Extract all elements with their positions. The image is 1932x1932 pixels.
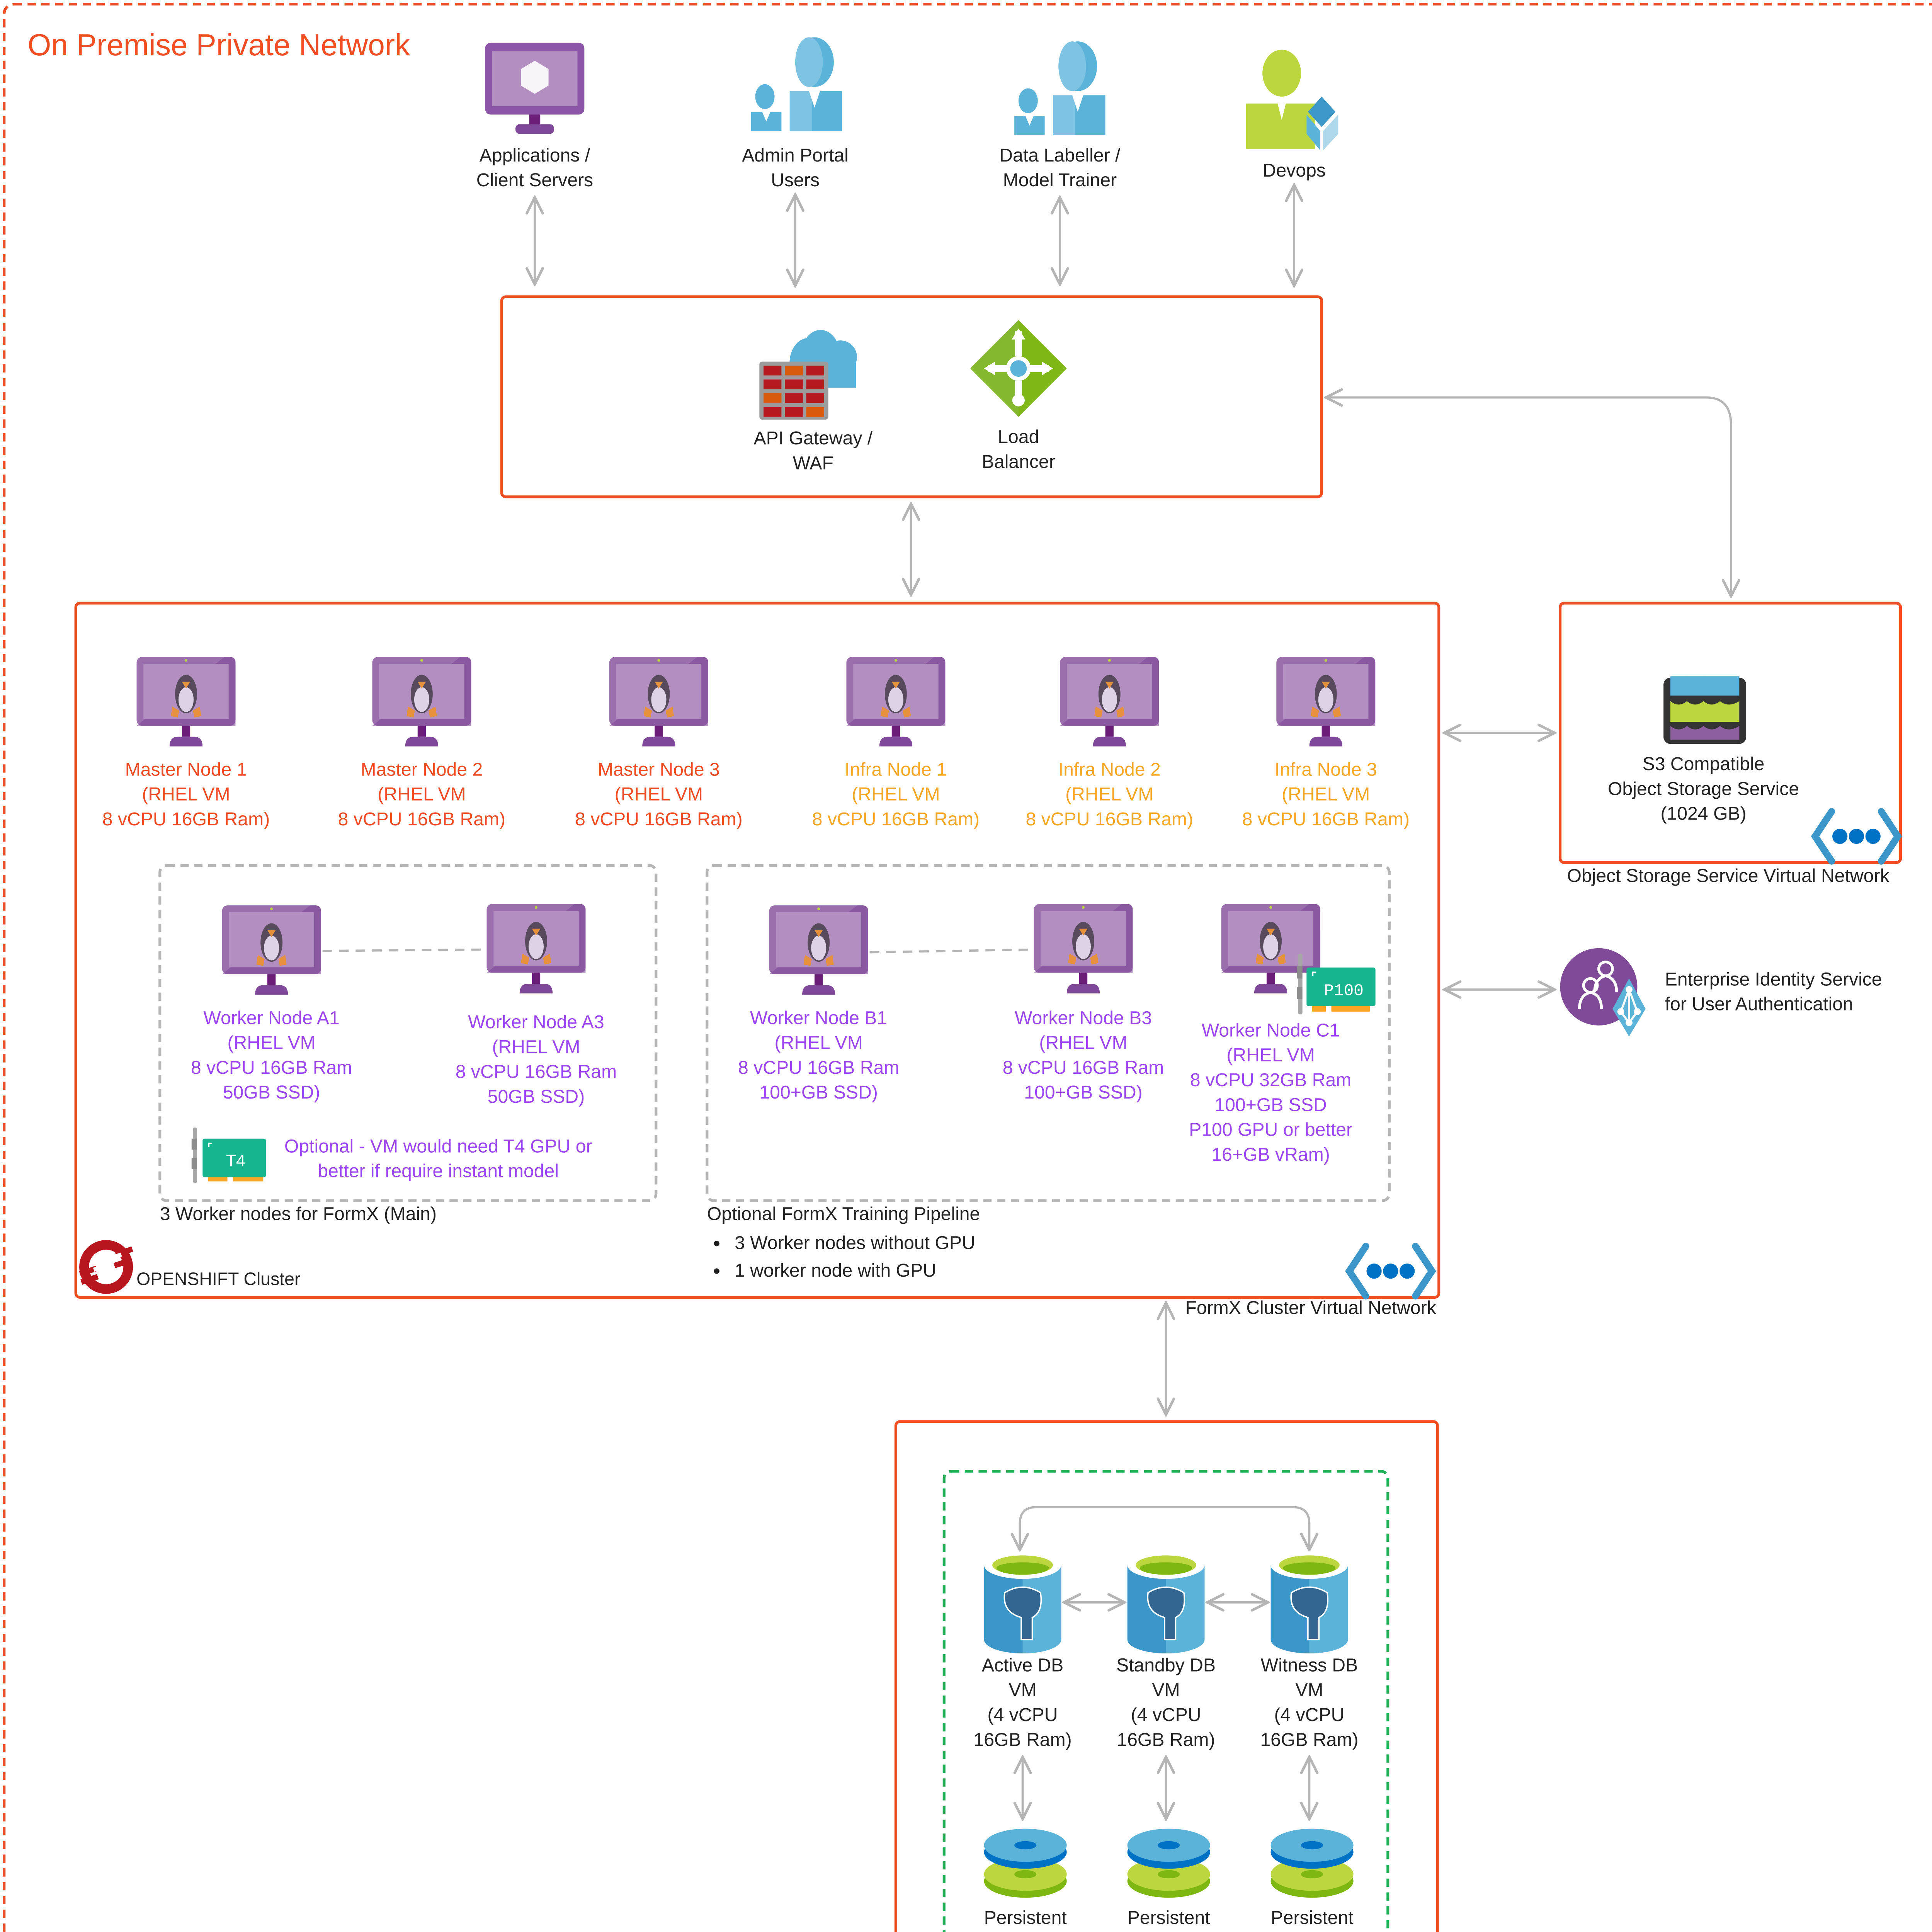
client-label-apps: Applications /Client Servers	[476, 143, 593, 193]
gateway-label-api: API Gateway /WAF	[754, 427, 873, 476]
gpu-card-t4-icon: T4	[192, 1128, 269, 1183]
infra-node-label: Infra Node 3(RHEL VM8 vCPU 16GB Ram)	[1242, 758, 1410, 832]
master-node-label: Master Node 3(RHEL VM8 vCPU 16GB Ram)	[575, 758, 743, 832]
users-icon	[1012, 44, 1105, 135]
db-vm-label: Standby DBVM(4 vCPU16GB Ram)	[1116, 1653, 1216, 1753]
t4-gpu-note: Optional - VM would need T4 GPU orbetter…	[284, 1134, 592, 1184]
worker-node-label: Worker Node A1(RHEL VM8 vCPU 16GB Ram50G…	[191, 1006, 352, 1105]
vm-linux-icon	[846, 657, 946, 746]
storage-label: PersistentStorage(128GB SSD)	[1255, 1906, 1369, 1932]
openshift-cluster-label: OPENSHIFT Cluster	[136, 1268, 300, 1289]
gateway-box	[500, 295, 1323, 498]
gpu-badge-t4: T4	[226, 1151, 245, 1170]
worker-node-label: Worker Node B1(RHEL VM8 vCPU 16GB Ram100…	[738, 1006, 899, 1105]
master-node-label: Master Node 2(RHEL VM8 vCPU 16GB Ram)	[338, 758, 506, 832]
vm-linux-icon	[1276, 657, 1376, 746]
load-balancer-icon	[970, 320, 1067, 417]
db-vm-label: Witness DBVM(4 vCPU16GB Ram)	[1260, 1653, 1358, 1753]
client-label-devops: Devops	[1263, 159, 1326, 184]
training-group-bullets: 3 Worker nodes without GPU 1 worker node…	[707, 1230, 975, 1285]
object-storage-icon	[1663, 672, 1746, 744]
postgres-db-icon	[984, 1551, 1061, 1653]
client-label-admin: Admin PortalUsers	[742, 143, 849, 193]
vm-linux-icon	[372, 657, 471, 746]
vm-linux-icon	[136, 657, 236, 746]
main-group-caption: 3 Worker nodes for FormX (Main)	[160, 1204, 437, 1225]
cluster-vnet-label: FormX Cluster Virtual Network	[1185, 1297, 1436, 1318]
infra-node-label: Infra Node 1(RHEL VM8 vCPU 16GB Ram)	[812, 758, 980, 832]
training-bullet: 3 Worker nodes without GPU	[735, 1230, 975, 1257]
persistent-disk-icon	[1128, 1829, 1210, 1898]
vm-linux-icon	[769, 905, 868, 995]
persistent-disk-icon	[1271, 1829, 1354, 1898]
object-storage-label: S3 CompatibleObject Storage Service(1024…	[1608, 752, 1799, 827]
virtual-network-icon	[1344, 1242, 1438, 1300]
devops-user-icon	[1246, 51, 1342, 150]
storage-label: PersistentStorage(128GB SSD)	[1112, 1906, 1225, 1932]
worker-node-label: Worker Node A3(RHEL VM8 vCPU 16GB Ram50G…	[456, 1010, 617, 1110]
gpu-card-p100-icon: P100	[1297, 954, 1377, 1014]
worker-node-label: Worker Node C1(RHEL VM8 vCPU 32GB Ram100…	[1189, 1019, 1352, 1168]
training-bullet: 1 worker node with GPU	[735, 1257, 975, 1285]
db-vm-label: Active DBVM(4 vCPU16GB Ram)	[973, 1653, 1071, 1753]
vm-linux-icon	[1060, 657, 1159, 746]
vm-linux-icon	[222, 905, 321, 995]
object-storage-vnet-label: Object Storage Service Virtual Network	[1567, 866, 1889, 886]
persistent-disk-icon	[984, 1829, 1067, 1898]
openshift-logo-icon	[77, 1238, 138, 1296]
gateway-label-lb: LoadBalancer	[982, 425, 1055, 475]
storage-label: PersistentStorage(128GB SSD)	[969, 1906, 1082, 1932]
vm-linux-icon	[486, 904, 586, 993]
users-icon	[748, 40, 842, 131]
training-group-caption: Optional FormX Training Pipeline	[707, 1204, 980, 1225]
postgres-db-icon	[1271, 1551, 1348, 1653]
vm-app-icon	[485, 43, 585, 134]
worker-node-label: Worker Node B3(RHEL VM8 vCPU 16GB Ram100…	[1003, 1006, 1164, 1105]
infra-node-label: Infra Node 2(RHEL VM8 vCPU 16GB Ram)	[1026, 758, 1194, 832]
gpu-badge-p100: P100	[1324, 981, 1364, 1000]
firewall-cloud-icon	[759, 324, 859, 421]
connector-gateway-storage	[1326, 398, 1731, 596]
vm-linux-icon	[609, 657, 709, 746]
master-node-label: Master Node 1(RHEL VM8 vCPU 16GB Ram)	[102, 758, 270, 832]
client-label-labeller: Data Labeller /Model Trainer	[999, 143, 1120, 193]
virtual-network-icon	[1808, 808, 1905, 866]
postgres-db-icon	[1128, 1551, 1205, 1653]
vm-linux-icon	[1034, 904, 1133, 993]
identity-service-label: Enterprise Identity Servicefor User Auth…	[1665, 968, 1882, 1017]
identity-service-icon	[1560, 948, 1657, 1037]
